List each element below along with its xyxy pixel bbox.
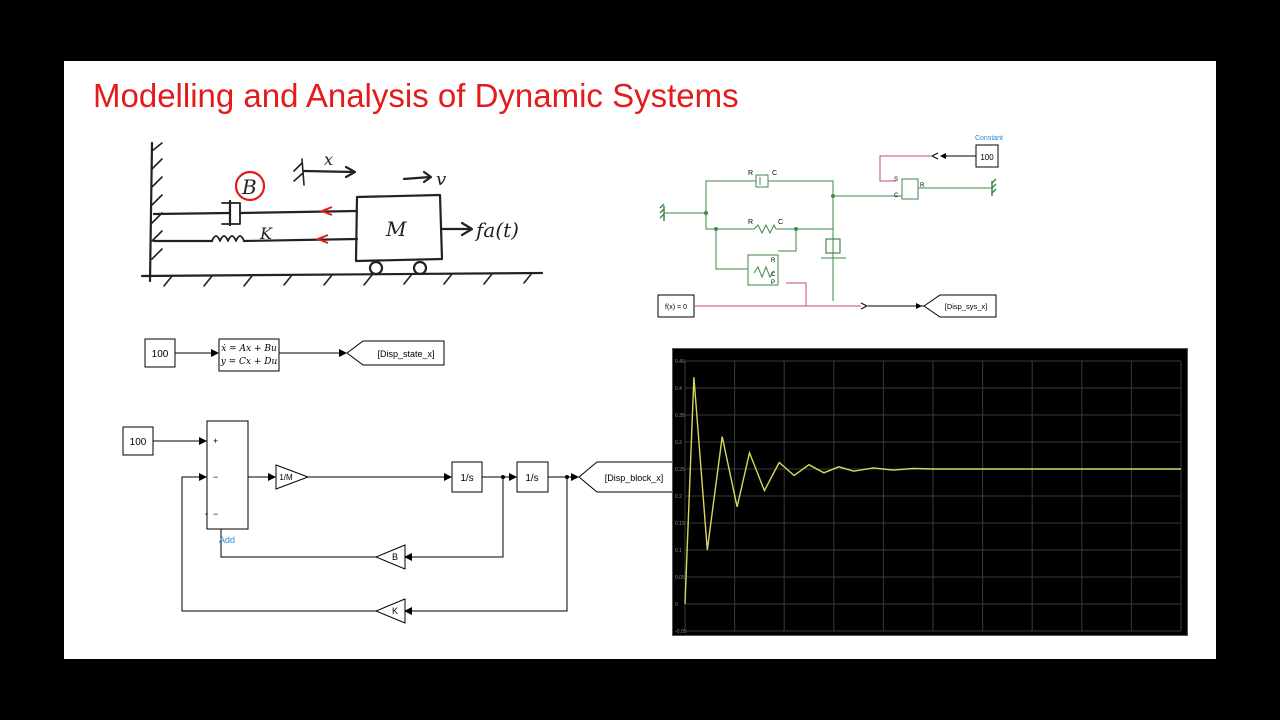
mass-label: M: [385, 217, 407, 241]
force-label: fa(t): [474, 218, 519, 242]
spring-label: K: [259, 224, 273, 243]
displacement-arrow: [302, 165, 357, 179]
damper-label-circle: [234, 170, 266, 202]
ground-ref-left: [659, 203, 665, 221]
y-tick-label: 0.25: [675, 467, 685, 473]
damper-port-c: C: [772, 170, 777, 177]
state-goto-tag: [Disp_state_x]: [377, 349, 434, 359]
spring-gain-block[interactable]: [374, 598, 406, 624]
mass-box: [354, 193, 444, 263]
damper-gain-label: B: [392, 552, 398, 562]
slide: Modelling and Analysis of Dynamic System…: [64, 61, 1216, 659]
state-equation-2: y = Cx + Du: [220, 357, 278, 367]
integrator-1[interactable]: [451, 461, 483, 493]
sys-goto-tag: [Disp_sys_x]: [945, 302, 988, 311]
inverse-mass-label: 1/M: [279, 473, 293, 482]
constant-value: 100: [980, 153, 994, 162]
displacement-ref: [293, 158, 305, 186]
y-tick-label: -0.05: [675, 629, 687, 635]
source-port-r: R: [920, 183, 925, 189]
damper-label: B: [241, 175, 257, 199]
y-tick-label: 0.35: [675, 413, 685, 419]
translational-spring[interactable]: [753, 223, 777, 235]
y-tick-label: 0.15: [675, 521, 685, 527]
y-tick-label: 0.2: [675, 494, 682, 500]
damper-rod-left: [152, 211, 232, 216]
wall-line: [148, 141, 154, 283]
state-source-value: 100: [152, 349, 169, 360]
spring-line-right: [242, 237, 359, 243]
y-tick-label: 0.45: [675, 359, 685, 365]
simscape-model: R C R C R C P Constant 100 S C R f(x) = …: [657, 135, 1003, 318]
damper-rod-right: [238, 209, 359, 215]
ground-line: [140, 271, 544, 278]
solver-label: f(x) = 0: [665, 304, 687, 311]
sum-block[interactable]: [206, 420, 249, 530]
block-goto-tag: [Disp_block_x]: [605, 473, 664, 483]
scope-plot: 0.45 0.4 0.35 0.3 0.25 0.2 0.15 0.1 0.05 0 -0.05: [675, 359, 1182, 635]
velocity-arrow: [402, 170, 433, 184]
source-port-c: C: [894, 193, 899, 199]
sum-sign-1: +: [213, 436, 218, 446]
constant-label: Constant: [975, 135, 1003, 142]
y-tick-label: 0.4: [675, 386, 682, 392]
scope-trace: [684, 377, 1181, 605]
spring-coil: [211, 235, 245, 242]
velocity-label: v: [436, 169, 446, 190]
sensor-port-p: P: [771, 280, 775, 286]
state-goto-block[interactable]: [346, 340, 445, 366]
ideal-force-source[interactable]: [901, 178, 919, 200]
displacement-label: x: [324, 150, 333, 169]
slide-title: Modelling and Analysis of Dynamic System…: [93, 77, 739, 114]
y-tick-label: 0: [675, 602, 678, 608]
y-tick-label: 0.3: [675, 440, 682, 446]
state-space-block[interactable]: [218, 338, 280, 372]
damper-force-arrow: [319, 206, 333, 216]
state-source-block[interactable]: [144, 338, 176, 368]
y-tick-label: 0.05: [675, 575, 685, 581]
y-tick-label: 0.1: [675, 548, 682, 554]
spring-port-r: R: [748, 219, 753, 226]
block-source-block[interactable]: [122, 426, 154, 456]
block-diagram-model: 100 + − − Add 1/M 1/s 1/s B K [Disp_bloc…: [122, 420, 677, 624]
sum-label: Add: [219, 535, 235, 545]
sum-sign-3: −: [213, 509, 218, 519]
wall-hatch: [151, 142, 163, 260]
spring-gain-label: K: [392, 606, 398, 616]
spring-port-c: C: [778, 219, 783, 226]
sensor-port-r: R: [771, 258, 776, 264]
sensor-port-c: C: [771, 272, 776, 278]
mass-spring-damper-sketch: B K M x v fa(t): [140, 141, 544, 287]
source-port-s: S: [894, 177, 898, 183]
integrator-1-label: 1/s: [460, 473, 473, 484]
block-source-value: 100: [130, 437, 147, 448]
force-arrow: [440, 221, 474, 237]
inverse-mass-gain[interactable]: [275, 464, 310, 490]
scope-display: 0.45 0.4 0.35 0.3 0.25 0.2 0.15 0.1 0.05 0 -0.05: [672, 348, 1188, 636]
wheel-left: [368, 260, 384, 276]
translational-damper[interactable]: [755, 174, 769, 188]
state-equation-1: ẋ = Ax + Bu: [221, 344, 277, 354]
motion-sensor[interactable]: [747, 254, 779, 286]
integrator-2[interactable]: [516, 461, 549, 493]
integrator-2-label: 1/s: [525, 473, 538, 484]
sys-goto-block[interactable]: [923, 294, 997, 318]
wheel-right: [412, 260, 428, 276]
ground-hatch: [163, 272, 533, 287]
sum-sign-2: −: [213, 472, 218, 482]
damper-gain-block[interactable]: [374, 544, 406, 570]
state-space-model: 100 ẋ = Ax + Bu y = Cx + Du [Disp_state_…: [144, 338, 445, 372]
damper-port-r: R: [748, 170, 753, 177]
spring-force-arrow: [315, 234, 329, 244]
